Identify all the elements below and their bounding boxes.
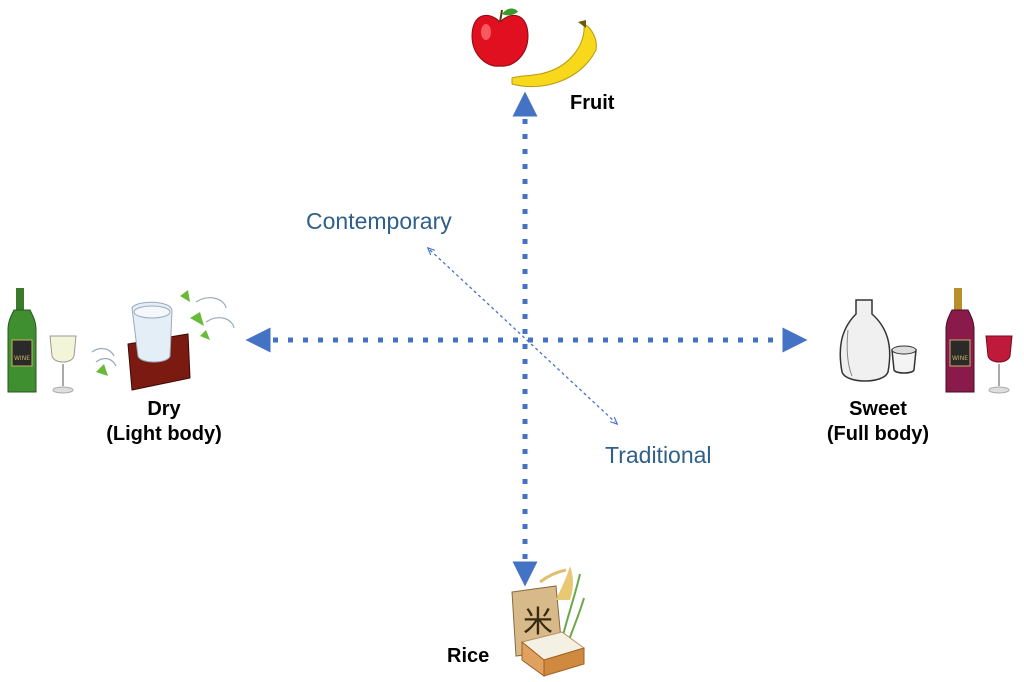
sake-cup-icon: [891, 345, 917, 374]
label-dry-line1: Dry: [147, 398, 181, 420]
red-wine-glass-icon: [985, 335, 1013, 394]
rice-box-icon: [520, 631, 586, 677]
label-traditional: Traditional: [605, 442, 712, 468]
label-dry: Dry (Light body): [96, 398, 232, 446]
label-rice: Rice: [447, 645, 490, 667]
label-fruit: Fruit: [570, 92, 615, 114]
rice-char: 米: [523, 605, 553, 640]
white-wine-bottle-icon: WINE: [7, 288, 37, 393]
leaves-icon: [91, 290, 235, 376]
label-sweet-line2: (Full body): [826, 423, 930, 445]
sake-tokkuri-icon: [839, 299, 891, 382]
red-wine-bottle-icon: WINE: [945, 288, 975, 393]
banana-icon: [511, 20, 597, 88]
apple-icon: [471, 8, 529, 67]
wine-label: WINE: [14, 355, 30, 362]
wine-label-red: WINE: [952, 355, 968, 362]
label-dry-line2: (Light body): [106, 423, 222, 445]
label-contemporary: Contemporary: [306, 208, 452, 234]
label-sweet: Sweet (Full body): [810, 398, 946, 446]
diagonal-axis: [430, 250, 615, 422]
label-sweet-line1: Sweet: [849, 398, 907, 420]
sake-masu-cup-icon: [127, 301, 191, 391]
white-wine-glass-icon: [49, 335, 77, 394]
